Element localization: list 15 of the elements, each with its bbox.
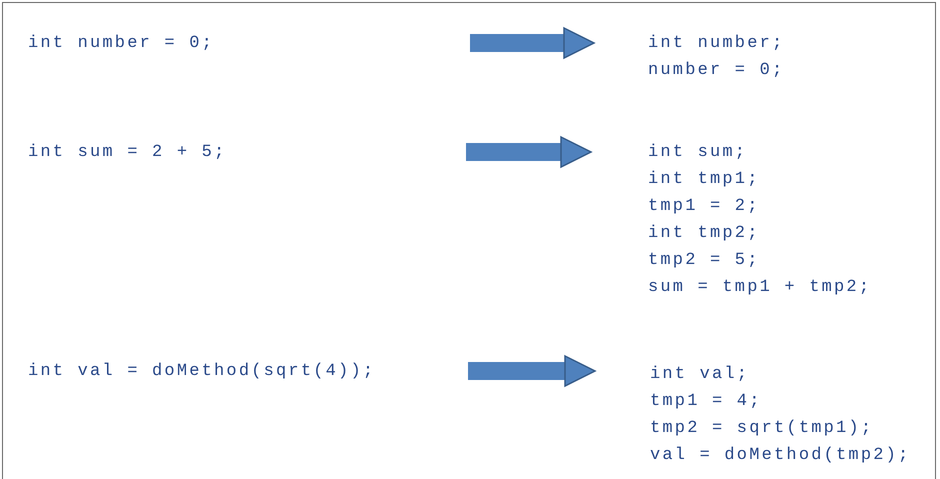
code-line: tmp2 = 5; [648, 250, 761, 272]
code-line: int val = doMethod(sqrt(4)); [28, 361, 376, 383]
code-line: number = 0; [648, 60, 784, 82]
code-line: int val; [650, 364, 750, 386]
code-line: int number; [648, 33, 784, 55]
code-line: val = doMethod(tmp2); [650, 445, 910, 467]
code-line: int sum = 2 + 5; [28, 142, 228, 164]
code-line: int tmp1; [648, 169, 761, 191]
code-line: sum = tmp1 + tmp2; [648, 277, 872, 299]
code-line: tmp1 = 4; [650, 391, 763, 413]
code-line: int tmp2; [648, 223, 761, 245]
code-line: int number = 0; [28, 33, 216, 55]
code-line: tmp1 = 2; [648, 196, 761, 218]
code-line: tmp2 = sqrt(tmp1); [650, 418, 874, 440]
code-line: int sum; [648, 142, 748, 164]
